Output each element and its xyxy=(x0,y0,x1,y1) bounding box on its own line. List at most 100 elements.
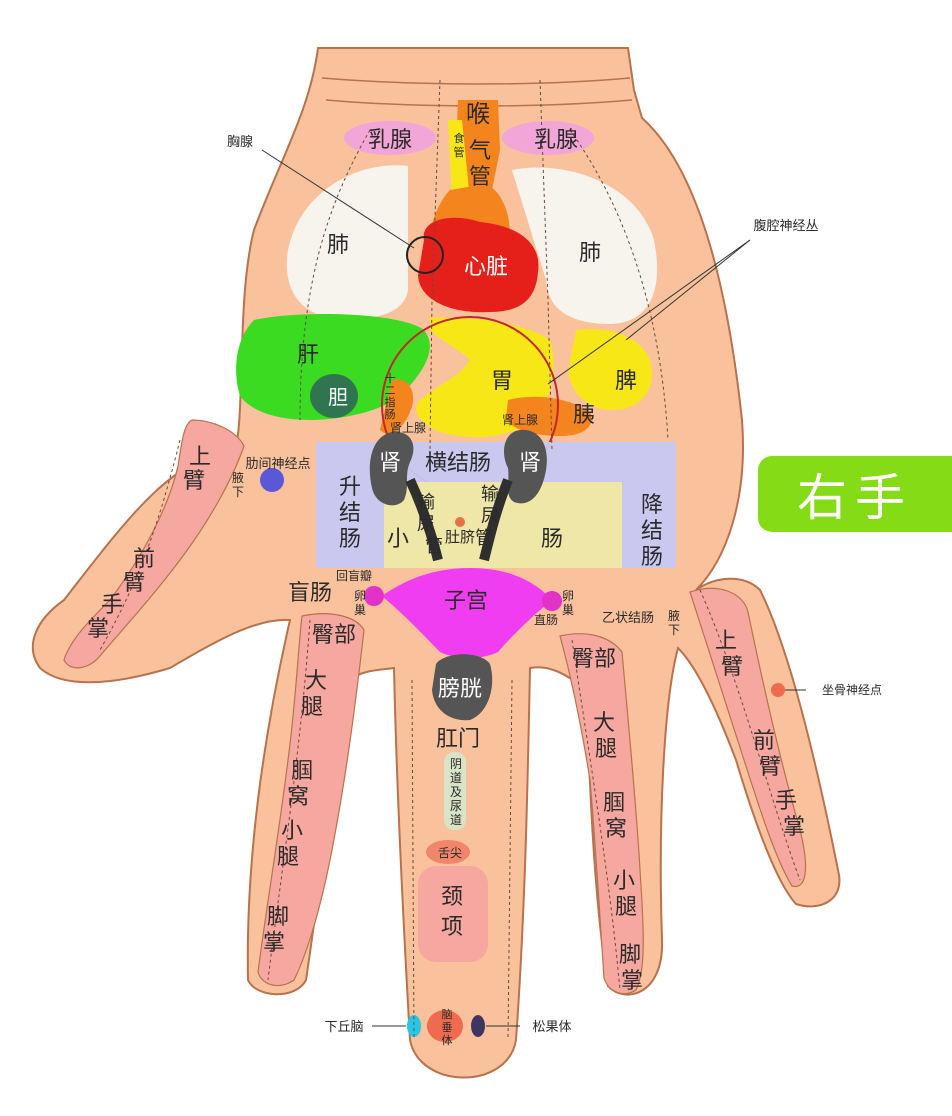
right-hand-badge-label: 右手 xyxy=(797,469,913,527)
pineal-marker xyxy=(471,1015,485,1037)
label-pituitary-2: 垂 xyxy=(442,1021,453,1034)
label-palm-left-2: 掌 xyxy=(87,617,109,642)
label-adrenal-right: 肾上腺 xyxy=(502,413,538,427)
ureter-right-shape xyxy=(479,478,513,562)
label-pineal: 松果体 xyxy=(532,1020,571,1035)
label-vagina-4: 尿 xyxy=(450,799,462,813)
label-asc-colon-3: 肠 xyxy=(339,527,361,552)
label-ureter-right-3: 管 xyxy=(475,528,493,549)
label-forearm-right-2: 臂 xyxy=(759,755,781,780)
label-thigh-left-2: 腿 xyxy=(301,695,323,720)
label-navel: 肚脐 xyxy=(445,528,475,546)
label-axilla-left-2: 下 xyxy=(232,485,244,499)
label-upper-arm-right-2: 臂 xyxy=(721,655,743,680)
label-axilla-right-2: 下 xyxy=(668,623,680,637)
ring-leg-shape xyxy=(559,633,644,995)
label-stomach: 胃 xyxy=(491,369,513,394)
label-ovary-left-2: 巢 xyxy=(354,603,366,617)
ovary-right-marker xyxy=(542,591,562,611)
label-ureter-left-3: 管 xyxy=(425,536,443,557)
kidney-right-shape xyxy=(504,429,547,504)
label-sole-right-2: 掌 xyxy=(621,969,643,994)
label-sciatic: 坐骨神经点 xyxy=(822,683,882,697)
thymus-marker xyxy=(406,236,444,274)
label-duodenum-v1: 十 xyxy=(385,371,396,385)
label-ureter-right-2: 尿 xyxy=(481,506,499,527)
label-neck-2: 项 xyxy=(441,915,463,940)
label-pituitary-1: 脑 xyxy=(442,1008,453,1021)
label-upper-arm-right-1: 上 xyxy=(715,629,737,654)
label-ureter-left-1: 输 xyxy=(417,492,435,513)
label-gall: 胆 xyxy=(328,385,348,409)
label-liver: 肝 xyxy=(297,343,319,368)
label-tongue: 舌尖 xyxy=(438,846,462,860)
celiac-leader-1 xyxy=(547,239,751,385)
lung-right-shape xyxy=(512,167,658,324)
label-small: 小 xyxy=(387,527,409,552)
label-palm-right-2: 掌 xyxy=(783,815,805,840)
bladder-shape xyxy=(432,654,493,721)
label-transverse-colon: 横结肠 xyxy=(425,451,491,476)
label-trachea-2: 管 xyxy=(469,165,491,190)
label-asc-colon-2: 结 xyxy=(339,501,361,526)
label-vagina-5: 道 xyxy=(450,813,462,827)
label-upper-arm-left-2: 臂 xyxy=(183,469,205,494)
label-esophagus-2: 管 xyxy=(454,145,465,159)
label-ovary-right-2: 巢 xyxy=(562,603,574,617)
spleen-shape xyxy=(568,329,652,410)
label-sigmoid: 乙状结肠 xyxy=(602,611,654,626)
index-leg-shape xyxy=(257,613,365,987)
label-forearm-left-2: 臂 xyxy=(123,571,145,596)
label-axilla-right-1: 腋 xyxy=(668,608,680,623)
vagina-shape xyxy=(444,752,466,830)
gall-shape xyxy=(310,374,358,418)
ovary-left-marker xyxy=(364,586,384,606)
label-forearm-right-1: 前 xyxy=(753,729,775,754)
label-sole-left-1: 脚 xyxy=(267,905,289,930)
label-asc-colon-1: 升 xyxy=(339,475,361,500)
label-celiac: 腹腔神经丛 xyxy=(753,218,818,234)
celiac-leader-2 xyxy=(625,239,751,341)
label-palm-left-1: 手 xyxy=(101,593,123,618)
label-upper-arm-left-1: 上 xyxy=(189,445,211,470)
label-calf-right-2: 腿 xyxy=(615,895,637,920)
label-breast-right: 乳腺 xyxy=(534,128,578,153)
label-vagina-2: 道 xyxy=(450,771,462,785)
label-rectum: 直肠 xyxy=(534,613,558,627)
tongue-shape xyxy=(426,840,470,864)
label-desc-colon-2: 结 xyxy=(641,519,663,544)
label-hip-left: 臀部 xyxy=(312,623,356,648)
liver-shape xyxy=(236,314,430,420)
label-duodenum-v2: 二 xyxy=(385,384,396,397)
label-pancreas: 胰 xyxy=(573,403,595,428)
label-hip-right: 臀部 xyxy=(572,647,616,672)
label-popliteal-left-2: 窝 xyxy=(287,785,309,810)
label-calf-left-2: 腿 xyxy=(277,845,299,870)
esophagus-shape xyxy=(448,120,470,200)
label-esophagus-1: 食 xyxy=(454,131,465,145)
label-anus: 肛门 xyxy=(436,727,480,752)
label-ileocecal: 回盲瓣 xyxy=(336,568,372,583)
label-thigh-right-1: 大 xyxy=(593,711,615,736)
label-duodenum-v3: 指 xyxy=(385,395,396,409)
label-hypothalamus: 下丘脑 xyxy=(324,1020,363,1035)
label-intercostal: 肋间神经点 xyxy=(245,457,310,472)
breast-left-shape xyxy=(344,121,436,155)
label-axilla-left-1: 腋 xyxy=(232,470,244,485)
label-adrenal-left: 肾上腺 xyxy=(390,421,426,435)
label-forearm-left-1: 前 xyxy=(133,547,155,572)
label-spleen: 脾 xyxy=(615,369,637,394)
label-thigh-right-2: 腿 xyxy=(595,737,617,762)
label-lung-right: 肺 xyxy=(579,241,601,266)
label-neck-1: 颈 xyxy=(441,885,463,910)
label-calf-left-1: 小 xyxy=(281,819,303,844)
pancreas-shape xyxy=(506,396,592,436)
label-trachea-1: 气 xyxy=(469,139,491,164)
label-breast-left: 乳腺 xyxy=(368,128,412,153)
label-popliteal-right-2: 窝 xyxy=(605,817,627,842)
label-thigh-left-1: 大 xyxy=(305,669,327,694)
label-duodenum-v4: 肠 xyxy=(385,408,396,421)
navel-marker xyxy=(455,517,465,527)
duodenum-shape xyxy=(380,379,414,434)
